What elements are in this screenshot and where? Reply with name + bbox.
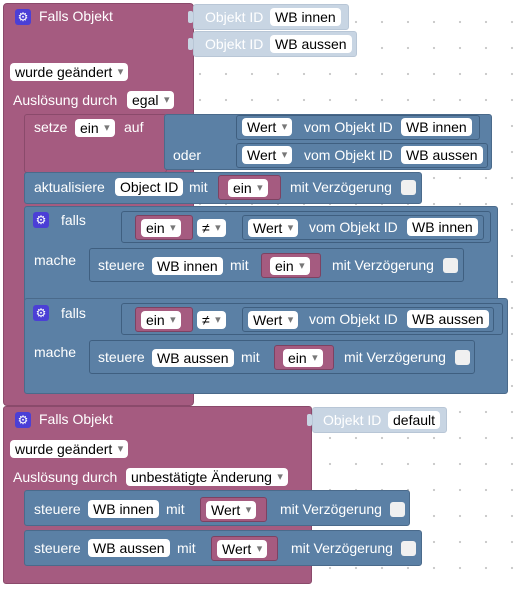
variable-dropdown[interactable]: Wert (217, 540, 268, 558)
objekt-value[interactable]: WB innen (401, 118, 472, 136)
delay-checkbox[interactable] (390, 502, 405, 517)
vom-objekt-label: vom Objekt ID (304, 119, 393, 135)
ausloesung-dropdown[interactable]: egal (127, 91, 175, 109)
objekt-id-value-2[interactable]: WB aussen (270, 35, 352, 53)
setze-var-dropdown[interactable]: ein (75, 119, 115, 137)
connector-tab (188, 38, 193, 50)
mit-label: mit (241, 349, 260, 365)
variable-dropdown[interactable]: ein (228, 179, 268, 197)
setze-label: setze (34, 119, 68, 135)
connector-tab (188, 11, 193, 23)
mache-label: mache (34, 252, 77, 268)
objekt-id-label: Objekt ID (205, 36, 264, 52)
objekt-id-value[interactable]: default (388, 411, 441, 429)
mit-label: mit (166, 501, 185, 517)
mit-label: mit (230, 257, 249, 273)
steuere-target[interactable]: WB aussen (88, 539, 170, 557)
objekt-id-value-1[interactable]: WB innen (270, 8, 341, 26)
delay-label: mit Verzögerung (291, 540, 393, 556)
steuere-label: steuere (34, 501, 81, 517)
mache-label: mache (34, 344, 77, 360)
objekt-value[interactable]: WB aussen (401, 146, 483, 164)
steuere-label: steuere (98, 349, 145, 365)
vom-objekt-label: vom Objekt ID (309, 311, 398, 327)
delay-label: mit Verzögerung (280, 501, 382, 517)
mit-label: mit (177, 540, 196, 556)
steuere-label: steuere (34, 540, 81, 556)
operator-dropdown[interactable]: ≠ (197, 311, 226, 329)
variable-dropdown[interactable]: ein (270, 257, 310, 275)
steuere-target[interactable]: WB aussen (152, 349, 234, 367)
oder-label: oder (173, 147, 202, 163)
wert-dropdown[interactable]: Wert (248, 311, 299, 329)
delay-label: mit Verzögerung (332, 257, 434, 273)
wert-dropdown[interactable]: Wert (242, 146, 293, 164)
wert-dropdown[interactable]: Wert (248, 219, 299, 237)
delay-label: mit Verzögerung (290, 179, 392, 195)
mit-label: mit (189, 179, 208, 195)
objekt-value[interactable]: WB innen (407, 218, 478, 236)
steuere-label: steuere (98, 257, 145, 273)
objekt-value[interactable]: WB aussen (407, 310, 489, 328)
trigger-dropdown[interactable]: wurde geändert (10, 440, 129, 458)
event-title: Falls Objekt (39, 411, 113, 427)
variable-dropdown[interactable]: Wert (206, 501, 257, 519)
delay-checkbox[interactable] (401, 541, 416, 556)
ausloesung-label: Auslösung durch (13, 469, 118, 485)
aktualisiere-object[interactable]: Object ID (115, 178, 184, 196)
wert-dropdown[interactable]: Wert (242, 118, 293, 136)
delay-checkbox[interactable] (455, 350, 470, 365)
gear-icon[interactable]: ⚙ (33, 305, 49, 321)
delay-checkbox[interactable] (401, 180, 416, 195)
steuere-target[interactable]: WB innen (88, 500, 159, 518)
falls-label: falls (61, 305, 86, 321)
vom-objekt-label: vom Objekt ID (309, 219, 398, 235)
gear-icon[interactable]: ⚙ (33, 212, 49, 228)
gear-icon[interactable]: ⚙ (15, 9, 31, 25)
auf-label: auf (124, 119, 144, 135)
trigger-dropdown[interactable]: wurde geändert (10, 63, 129, 81)
vom-objekt-label: vom Objekt ID (304, 147, 393, 163)
objekt-id-label: Objekt ID (205, 9, 264, 25)
event-title: Falls Objekt (39, 8, 113, 24)
variable-dropdown[interactable]: ein (141, 219, 181, 237)
aktualisiere-label: aktualisiere (34, 179, 105, 195)
ausloesung-label: Auslösung durch (13, 92, 118, 108)
variable-dropdown[interactable]: ein (283, 349, 323, 367)
ausloesung-dropdown[interactable]: unbestätigte Änderung (126, 468, 288, 486)
objekt-id-label: Objekt ID (323, 412, 382, 428)
falls-label: falls (61, 212, 86, 228)
gear-icon[interactable]: ⚙ (15, 412, 31, 428)
delay-checkbox[interactable] (443, 258, 458, 273)
operator-dropdown[interactable]: ≠ (197, 219, 226, 237)
connector-tab (307, 414, 312, 426)
steuere-target[interactable]: WB innen (152, 257, 223, 275)
delay-label: mit Verzögerung (344, 349, 446, 365)
variable-dropdown[interactable]: ein (141, 311, 181, 329)
